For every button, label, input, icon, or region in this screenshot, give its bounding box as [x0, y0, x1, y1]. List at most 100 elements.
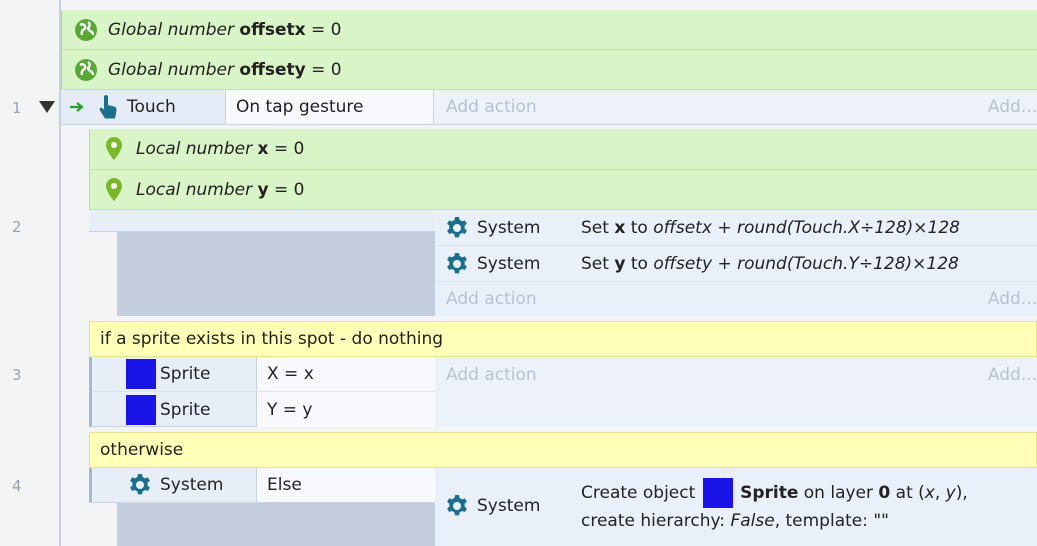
comment-sprite-exists[interactable]: if a sprite exists in this spot - do not… — [89, 321, 1037, 357]
action-text: at ( — [895, 483, 925, 503]
comment-text: if a sprite exists in this spot - do not… — [100, 329, 444, 349]
action-expr: round(Touch.Y÷128)×128 — [737, 253, 959, 274]
action-text: on layer — [803, 483, 874, 503]
location-pin-icon — [104, 136, 124, 162]
local-var-y[interactable]: Local number y = 0 — [89, 170, 1037, 210]
event-3-actions: Add action Add... — [435, 357, 1037, 427]
sprite-thumbnail-icon — [702, 478, 733, 508]
event-4-actions: System Create object Sprite on layer 0 a… — [435, 468, 1037, 546]
event-4-condition-else[interactable]: System Else — [89, 468, 435, 503]
action-var: y — [614, 253, 626, 274]
var-value: = 0 — [274, 179, 305, 200]
globe-icon — [74, 18, 98, 42]
condition-object: System — [92, 468, 257, 502]
condition-text-cell: Else — [257, 468, 435, 502]
gear-icon — [128, 473, 152, 497]
var-name: x — [257, 139, 269, 159]
add-more-link[interactable]: Add... — [987, 97, 1037, 117]
action-object: System — [477, 217, 541, 238]
action-text: , template: "" — [774, 511, 890, 531]
condition-object-label: Sprite — [160, 399, 211, 420]
touch-label: Touch — [127, 97, 176, 117]
var-kind: Local number — [136, 179, 253, 200]
row-number: 3 — [12, 366, 22, 384]
var-kind: Global number — [108, 19, 234, 40]
action-set-x[interactable]: System Set x to offsetx + round(Touch.X÷… — [435, 210, 1037, 246]
add-action-link[interactable]: Add action — [446, 365, 537, 385]
event-1-condition-text[interactable]: On tap gesture — [226, 90, 434, 124]
action-object: System — [477, 253, 541, 274]
touch-hand-icon — [97, 93, 119, 121]
global-var-offsetx[interactable]: Global number offsetx = 0 — [61, 10, 1037, 50]
event-2-empty-condition[interactable] — [89, 210, 435, 232]
condition-text: Y = y — [267, 399, 313, 420]
var-value: = 0 — [273, 139, 305, 159]
sprite-thumbnail-icon — [126, 394, 156, 425]
event-2-subevent-area — [117, 232, 435, 316]
condition-text: X = x — [267, 364, 314, 384]
action-text: hierarchy: — [640, 511, 726, 531]
comment-otherwise[interactable]: otherwise — [89, 432, 1037, 468]
gutter-line — [59, 0, 61, 546]
var-kind: Local number — [136, 139, 253, 159]
condition-label: On tap gesture — [236, 97, 364, 117]
action-expr: False — [730, 511, 775, 531]
location-pin-icon — [104, 177, 124, 203]
condition-text-cell: X = x — [257, 357, 435, 391]
action-text: Set — [581, 217, 609, 238]
action-expr: offsetx — [653, 217, 712, 238]
action-expr: y — [945, 483, 956, 503]
action-text-block: Create object Sprite on layer 0 at (x, y… — [581, 478, 1021, 534]
event-1[interactable]: Touch On tap gesture Add action Add... — [61, 90, 1037, 125]
var-name: y — [257, 179, 269, 200]
condition-object-label: System — [160, 475, 224, 495]
add-more-link[interactable]: Add... — [987, 365, 1037, 385]
event-4-subevent-area — [117, 503, 435, 546]
action-create-object[interactable]: System Create object Sprite on layer 0 a… — [435, 476, 1037, 536]
action-var: x — [614, 217, 626, 238]
event-3-conditions: Sprite X = x Sprite Y = y — [89, 357, 435, 427]
action-set-y[interactable]: System Set y to offsety + round(Touch.Y÷… — [435, 246, 1037, 282]
action-text: Create object — [581, 483, 696, 503]
condition-text: Else — [267, 475, 302, 495]
action-expr: offsety — [653, 253, 713, 274]
trigger-arrow-icon — [69, 101, 85, 113]
event-2-actions: System Set x to offsetx + round(Touch.X÷… — [435, 210, 1037, 316]
gear-icon — [445, 252, 469, 276]
add-action-link[interactable]: Add action — [446, 289, 537, 309]
event-1-add-action[interactable]: Add action Add... — [434, 90, 1037, 124]
action-text: to — [630, 217, 648, 238]
collapse-triangle-icon[interactable] — [38, 100, 56, 114]
condition-text-cell: Y = y — [257, 392, 435, 427]
row-number: 1 — [12, 99, 22, 117]
gear-icon — [445, 216, 469, 240]
event-1-condition-object[interactable]: Touch — [61, 90, 226, 124]
row-number: 2 — [12, 218, 22, 236]
action-text: ), create — [581, 483, 968, 531]
event-2-add-action[interactable]: Add action Add... — [435, 282, 1037, 316]
action-text: to — [630, 253, 648, 274]
global-var-offsety[interactable]: Global number offsety = 0 — [61, 50, 1037, 90]
var-value: = 0 — [311, 59, 342, 80]
action-op: + — [717, 253, 732, 274]
event-3-add-action[interactable]: Add action Add... — [435, 357, 1037, 393]
var-name: offsety — [239, 59, 306, 80]
gear-icon — [445, 494, 469, 518]
action-text: Set — [581, 253, 609, 274]
condition-sprite-y[interactable]: Sprite Y = y — [92, 392, 435, 427]
row-number: 4 — [12, 477, 22, 495]
condition-object: Sprite — [92, 392, 257, 427]
add-action-link[interactable]: Add action — [446, 97, 537, 117]
action-op: + — [717, 217, 732, 238]
add-more-link[interactable]: Add... — [987, 289, 1037, 309]
condition-object-label: Sprite — [160, 364, 211, 384]
condition-sprite-x[interactable]: Sprite X = x — [92, 357, 435, 392]
comment-text: otherwise — [100, 440, 184, 460]
var-value: = 0 — [311, 19, 342, 40]
condition-object: Sprite — [92, 357, 257, 391]
globe-icon — [74, 58, 98, 82]
action-object-name: Sprite — [740, 483, 799, 503]
action-expr: x — [924, 483, 935, 503]
action-text: , — [934, 483, 941, 503]
local-var-x[interactable]: Local number x = 0 — [89, 129, 1037, 170]
